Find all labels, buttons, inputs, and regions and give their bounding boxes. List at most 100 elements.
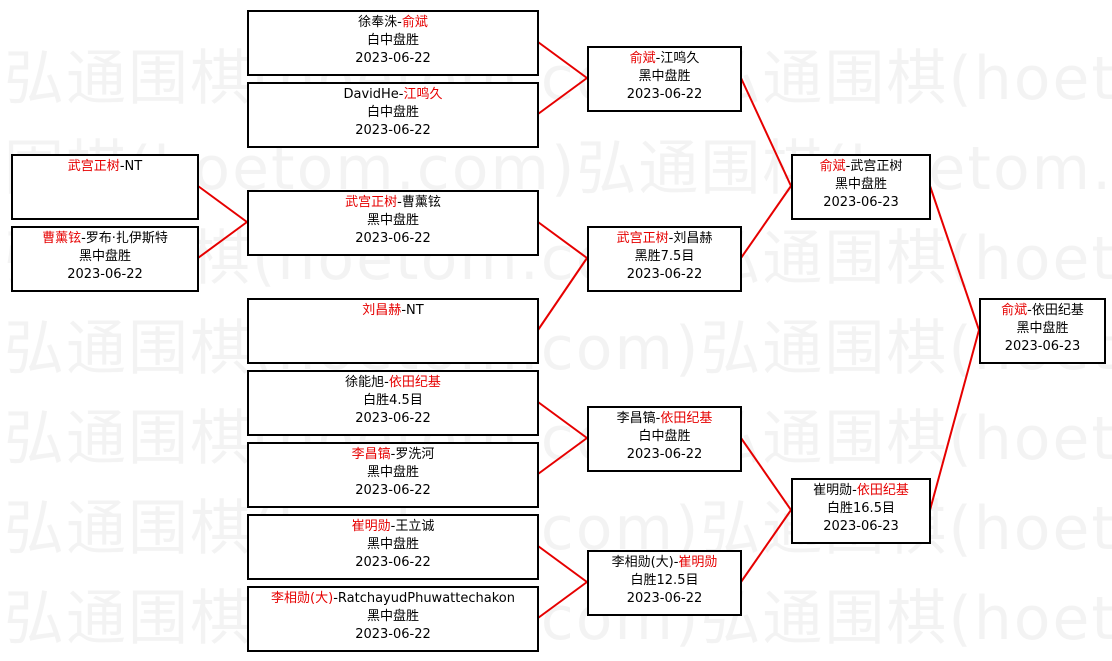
vs-separator: -: [673, 555, 679, 570]
match-box[interactable]: 刘昌赫-NT: [247, 298, 539, 364]
player-name: 依田纪基: [388, 375, 441, 390]
match-box[interactable]: 崔明勋-王立诚黑中盘胜 2023-06-22: [247, 514, 539, 580]
match-result: 黑中盘胜: [638, 69, 691, 84]
match-date: 2023-06-22: [355, 555, 431, 570]
match-result: 白中盘胜: [366, 105, 419, 120]
vs-separator: -: [333, 591, 338, 606]
player-name: 徐奉洙: [358, 15, 398, 30]
player-name: NT: [406, 303, 424, 318]
match-players: 李昌镐-依田纪基: [589, 410, 740, 428]
player-name: 俞斌: [819, 159, 846, 174]
bracket-connector: [740, 509, 792, 583]
match-date: 2023-06-22: [355, 231, 431, 246]
vs-separator: -: [1027, 303, 1032, 318]
match-players: 武宫正树-刘昌赫: [589, 230, 740, 248]
bracket-connector: [537, 221, 588, 259]
bracket-connector: [537, 257, 588, 331]
player-name: 江鸣久: [660, 51, 700, 66]
player-name: 俞斌: [1001, 303, 1028, 318]
vs-separator: -: [655, 411, 661, 426]
match-players: 武宫正树-曹薰铉: [249, 194, 537, 212]
player-name: 罗洗河: [395, 447, 435, 462]
match-date: 2023-06-22: [355, 411, 431, 426]
match-date: 2023-06-22: [67, 267, 143, 282]
vs-separator: -: [397, 195, 402, 210]
match-box[interactable]: 武宫正树-曹薰铉黑中盘胜 2023-06-22: [247, 190, 539, 256]
vs-separator: -: [81, 231, 86, 246]
match-players: 崔明勋-王立诚: [249, 518, 537, 536]
player-name: 刘昌赫: [362, 303, 402, 318]
vs-separator: -: [401, 303, 407, 318]
match-players: 李相勋(大)-崔明勋: [589, 554, 740, 572]
match-result: 白中盘胜: [638, 429, 691, 444]
vs-separator: -: [390, 519, 396, 534]
player-name: 依田纪基: [1031, 303, 1084, 318]
match-date: 2023-06-22: [626, 87, 703, 102]
bracket-connector: [537, 401, 588, 439]
match-result: 黑中盘胜: [78, 249, 131, 264]
match-date: 2023-06-22: [626, 591, 703, 606]
match-result: 黑中盘胜: [366, 537, 419, 552]
player-name: 武宫正树: [850, 159, 903, 174]
match-box[interactable]: 曹薰铉-罗布·扎伊斯特黑中盘胜 2023-06-22: [11, 226, 199, 292]
player-name: 李相勋(大): [271, 591, 334, 606]
bracket-connector: [929, 329, 980, 511]
match-box[interactable]: 李相勋(大)-崔明勋白胜12.5目 2023-06-22: [587, 550, 742, 616]
match-players: 曹薰铉-罗布·扎伊斯特: [13, 230, 197, 248]
player-name: 武宫正树: [67, 159, 120, 174]
match-players: 武宫正树-NT: [13, 158, 197, 176]
match-result: 白胜16.5目: [827, 501, 895, 516]
vs-separator: -: [845, 159, 851, 174]
vs-separator: -: [397, 15, 402, 30]
bracket-connector: [197, 185, 248, 223]
match-players: 崔明勋-依田纪基: [793, 482, 929, 500]
match-result: 白中盘胜: [366, 33, 419, 48]
match-result: 黑中盘胜: [366, 609, 419, 624]
bracket-connector: [537, 581, 588, 619]
player-name: 王立诚: [395, 519, 435, 534]
match-date: 2023-06-23: [1004, 339, 1081, 354]
match-result: 黑中盘胜: [366, 213, 419, 228]
player-name: 刘昌赫: [673, 231, 713, 246]
match-box[interactable]: 李昌镐-依田纪基白中盘胜 2023-06-22: [587, 406, 742, 472]
match-date: 2023-06-22: [355, 627, 431, 642]
bracket-connector: [929, 185, 980, 331]
player-name: 俞斌: [629, 51, 656, 66]
match-players: DavidHe-江鸣久: [249, 86, 537, 104]
match-result: 黑中盘胜: [834, 177, 887, 192]
match-result: 黑胜7.5目: [634, 249, 695, 264]
match-result: 白胜12.5目: [630, 573, 699, 588]
match-box[interactable]: 武宫正树-NT: [11, 154, 199, 220]
match-date: 2023-06-22: [626, 447, 703, 462]
match-players: 俞斌-江鸣久: [589, 50, 740, 68]
match-result: 黑中盘胜: [1016, 321, 1069, 336]
vs-separator: -: [655, 51, 661, 66]
player-name: 武宫正树: [616, 231, 669, 246]
match-result: 黑中盘胜: [366, 465, 419, 480]
bracket-connector: [537, 41, 588, 79]
player-name: NT: [124, 159, 143, 174]
vs-separator: -: [668, 231, 674, 246]
player-name: 依田纪基: [660, 411, 713, 426]
match-players: 徐能旭-依田纪基: [249, 374, 537, 392]
match-players: 俞斌-依田纪基: [981, 302, 1104, 320]
match-date: 2023-06-22: [355, 483, 431, 498]
player-name: 崔明勋: [678, 555, 718, 570]
player-name: 崔明勋: [813, 483, 853, 498]
vs-separator: -: [384, 375, 389, 390]
bracket-connector: [740, 77, 792, 187]
vs-separator: -: [852, 483, 857, 498]
player-name: DavidHe: [343, 87, 399, 102]
player-name: 依田纪基: [856, 483, 909, 498]
